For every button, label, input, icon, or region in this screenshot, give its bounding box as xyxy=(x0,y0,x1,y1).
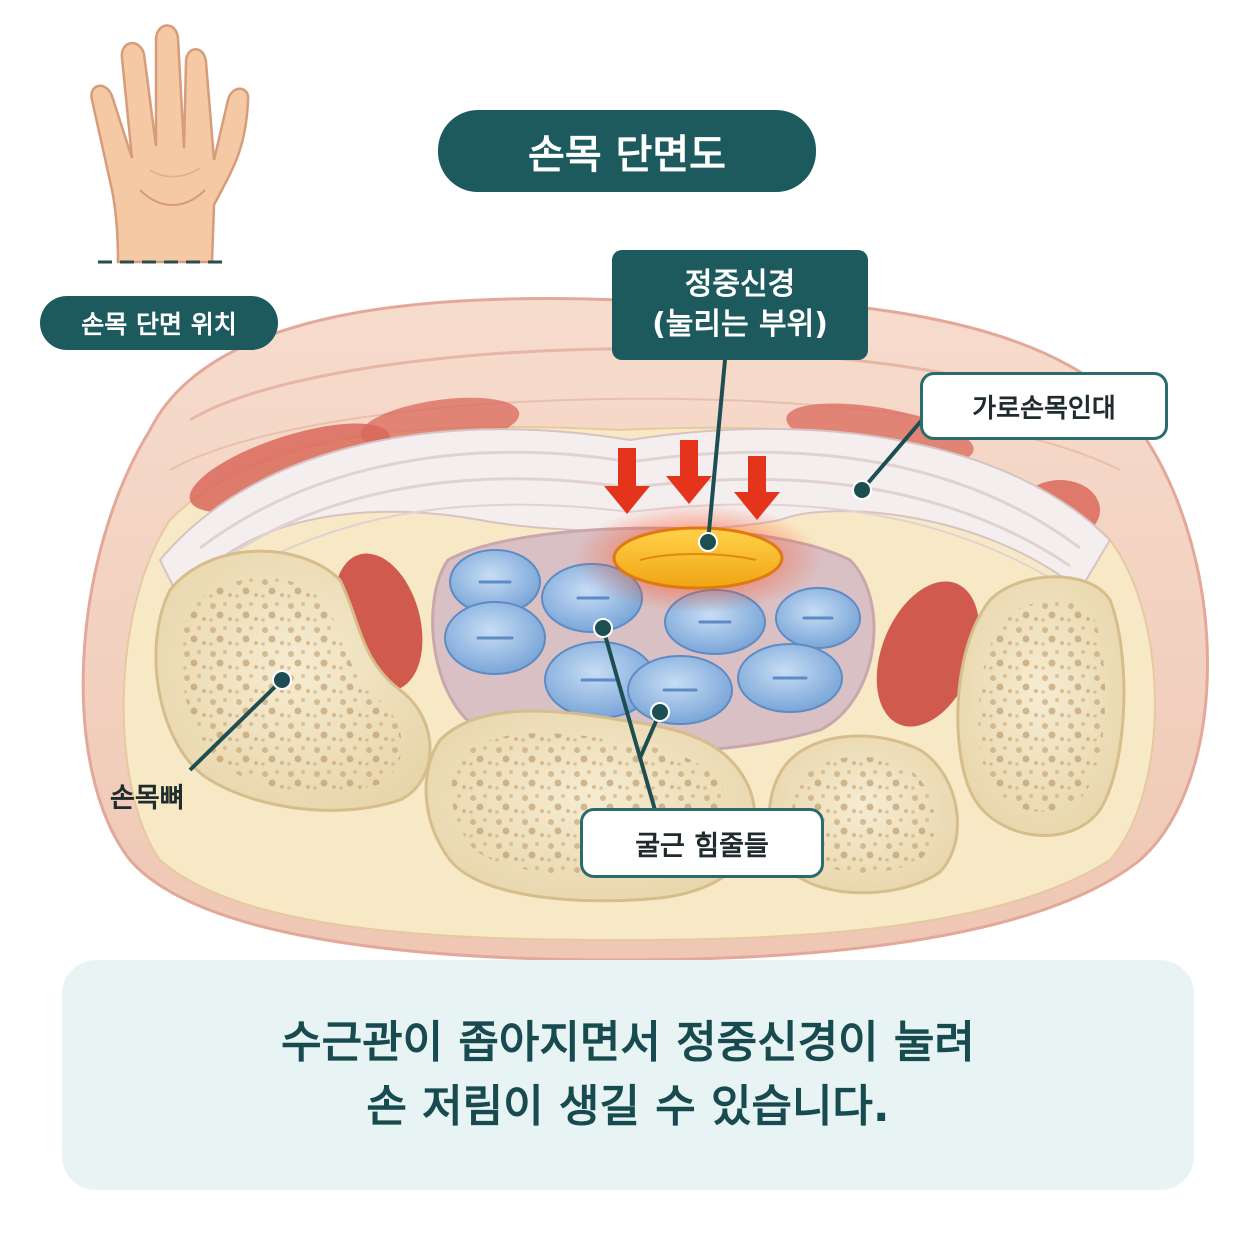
median-nerve-label-line1: 정중신경 xyxy=(684,267,796,302)
wrist-position-label: 손목 단면 위치 xyxy=(40,296,278,350)
hand-icon xyxy=(90,24,250,264)
median-nerve-label: 정중신경 (눌리는 부위) xyxy=(612,250,868,360)
page-title: 손목 단면도 xyxy=(438,110,816,192)
carpal-bone-label: 손목뼈 xyxy=(110,783,185,814)
flexor-tendons-label: 굴근 힘줄들 xyxy=(580,808,824,878)
median-nerve xyxy=(573,503,823,613)
pressure-arrows-icon xyxy=(604,440,780,520)
leader-dots xyxy=(272,480,872,722)
caption-line1: 수근관이 좁아지면서 정중신경이 눌려 xyxy=(281,1017,975,1068)
transverse-ligament-label: 가로손목인대 xyxy=(920,372,1168,440)
caption-box: 수근관이 좁아지면서 정중신경이 눌려 손 저림이 생길 수 있습니다. xyxy=(62,960,1194,1190)
median-nerve-label-line2: (눌리는 부위) xyxy=(652,307,828,342)
caption-line2: 손 저림이 생길 수 있습니다. xyxy=(366,1081,890,1132)
